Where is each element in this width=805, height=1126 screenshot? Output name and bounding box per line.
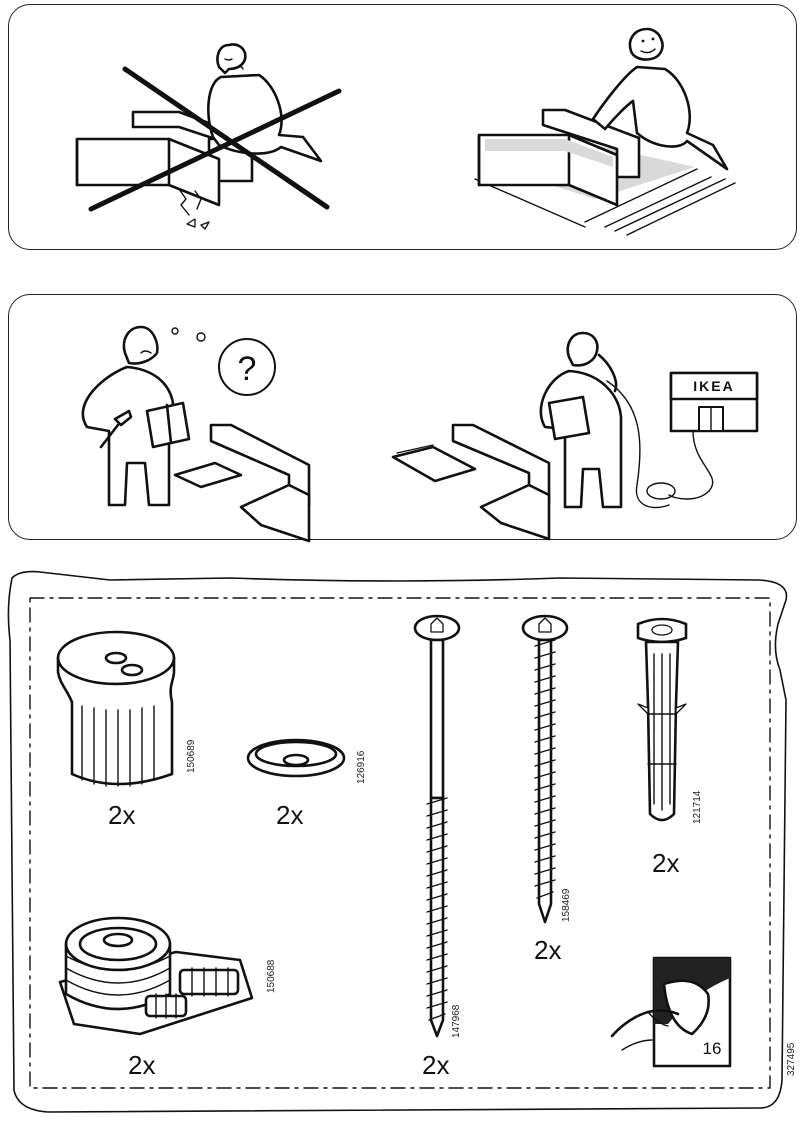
- long-screw-part: [412, 612, 462, 1042]
- wall-plug-part: [632, 614, 692, 844]
- part-code-knob: 150689: [186, 739, 197, 773]
- washer-part: [244, 736, 354, 786]
- short-screw-part: [520, 612, 570, 932]
- quantity-knob: 2x: [108, 800, 136, 830]
- hardware-bag-outline: [0, 560, 805, 1126]
- assembly-hard-floor-wrong-illustration: [69, 19, 349, 234]
- assembly-on-rug-correct-illustration: [465, 17, 755, 242]
- knob-part: [54, 624, 184, 794]
- sticker-number: 16: [703, 1039, 722, 1058]
- part-code-wall-plug: 121714: [692, 790, 703, 824]
- quantity-washer: 2x: [276, 800, 304, 830]
- help-panel-surface: ?: [8, 294, 797, 543]
- confused-person-illustration: ?: [65, 315, 335, 543]
- quantity-long-screw: 2x: [422, 1050, 450, 1080]
- call-ikea-illustration: IKEA: [391, 325, 783, 541]
- warning-panel-surface: [8, 4, 797, 250]
- wall-fitting-part: [56, 912, 256, 1042]
- sticker-sheet-illustration: 16: [608, 954, 738, 1072]
- part-code-long-screw: 147968: [451, 1004, 462, 1038]
- part-code-wall-fitting: 150688: [266, 959, 277, 993]
- part-code-short-screw: 158469: [561, 888, 572, 922]
- question-mark: ?: [238, 350, 257, 388]
- quantity-short-screw: 2x: [534, 935, 562, 965]
- quantity-wall-fitting: 2x: [128, 1050, 156, 1080]
- ikea-store-sign: IKEA: [693, 378, 734, 394]
- part-code-washer: 126916: [356, 750, 367, 784]
- document-code: 327495: [786, 1042, 797, 1076]
- quantity-wall-plug: 2x: [652, 848, 680, 878]
